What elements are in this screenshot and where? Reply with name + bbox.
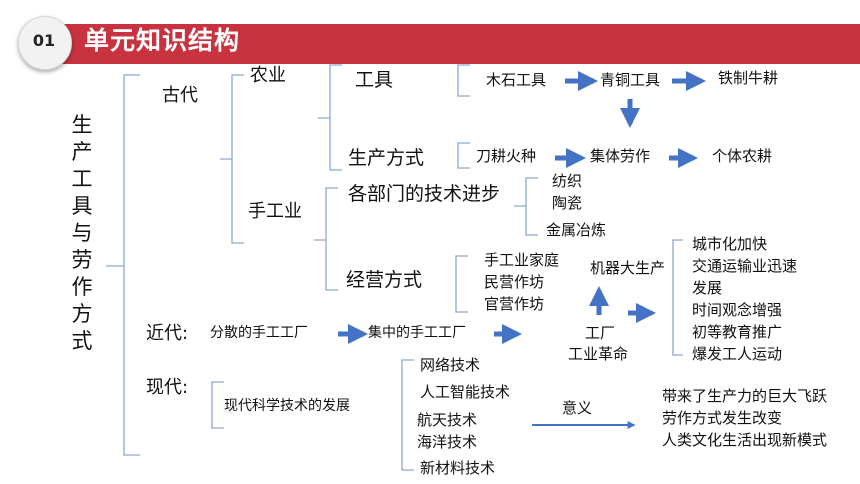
- ancient-label: 古代: [162, 85, 198, 106]
- methods-bracket: [457, 142, 470, 169]
- modern-mass-production: 机器大生产: [590, 259, 666, 277]
- ancient-bracket: [220, 74, 244, 244]
- handicraft-label: 手工业: [248, 201, 302, 222]
- meaning-productivity: 带来了生产力的巨大飞跃: [662, 387, 828, 405]
- meaning-label: 意义: [562, 399, 593, 417]
- page-title: 单元知识结构: [84, 26, 241, 55]
- root-bracket: [106, 74, 140, 456]
- tech-ocean: 海洋技术: [417, 433, 478, 451]
- effect-transport-cont: 发展: [692, 279, 723, 297]
- method-collective: 集体劳作: [590, 147, 651, 165]
- modern-industrial-revolution: 工业革命: [568, 345, 629, 363]
- effect-education: 初等教育推广: [692, 323, 783, 341]
- management-label: 经营方式: [346, 269, 423, 291]
- effects-bracket: [672, 239, 683, 356]
- tool-bronze: 青铜工具: [600, 71, 661, 89]
- handicraft-bracket: [314, 187, 338, 291]
- management-bracket: [455, 255, 468, 313]
- section-number: 01: [32, 31, 56, 50]
- modern-dispersed-workshop: 分散的手工工厂: [210, 325, 308, 341]
- contemporary-bracket: [401, 359, 414, 471]
- tech-ai: 人工智能技术: [420, 383, 511, 401]
- tech-new-materials: 新材料技术: [420, 459, 496, 477]
- agriculture-bracket: [318, 64, 342, 171]
- method-individual: 个体农耕: [712, 147, 773, 165]
- effect-urbanization: 城市化加快: [692, 235, 768, 253]
- mgmt-private: 民营作坊: [484, 273, 545, 291]
- meaning-labor-change: 劳作方式发生改变: [662, 409, 783, 427]
- agriculture-label: 农业: [250, 65, 286, 86]
- effect-workers-movement: 爆发工人运动: [692, 345, 783, 363]
- tech-bracket: [514, 177, 538, 236]
- tool-iron-ox: 铁制牛耕: [718, 69, 779, 87]
- tech-label: 各部门的技术进步: [348, 183, 501, 205]
- methods-label: 生产方式: [348, 147, 425, 169]
- tool-stone: 木石工具: [486, 71, 547, 89]
- modern-centralized-workshop: 集中的手工工厂: [368, 325, 466, 341]
- tech-ceramics: 陶瓷: [552, 194, 583, 212]
- method-slash-burn: 刀耕火种: [476, 147, 537, 165]
- contemporary-label: 现代:: [146, 377, 189, 398]
- meaning-culture: 人类文化生活出现新模式: [662, 431, 828, 449]
- tech-textile: 纺织: [552, 172, 583, 190]
- effect-transport: 交通运输业迅速: [692, 257, 798, 275]
- modern-label: 近代:: [146, 323, 189, 344]
- tech-aerospace: 航天技术: [417, 411, 478, 429]
- contemporary-topic: 现代科学技术的发展: [224, 398, 350, 414]
- mgmt-family: 手工业家庭: [484, 251, 560, 269]
- effect-time-concept: 时间观念增强: [692, 301, 783, 319]
- modern-factory: 工厂: [585, 324, 616, 342]
- mgmt-official: 官营作坊: [484, 295, 545, 313]
- header-bar: [48, 24, 860, 64]
- topic-bracket: [211, 381, 224, 429]
- tools-label: 工具: [355, 69, 394, 91]
- root-title: 生产工具与劳作方式: [71, 113, 93, 353]
- section-number-badge: [18, 16, 72, 70]
- tech-metallurgy: 金属冶炼: [546, 221, 607, 239]
- tools-bracket: [457, 64, 470, 97]
- tech-internet: 网络技术: [420, 356, 481, 374]
